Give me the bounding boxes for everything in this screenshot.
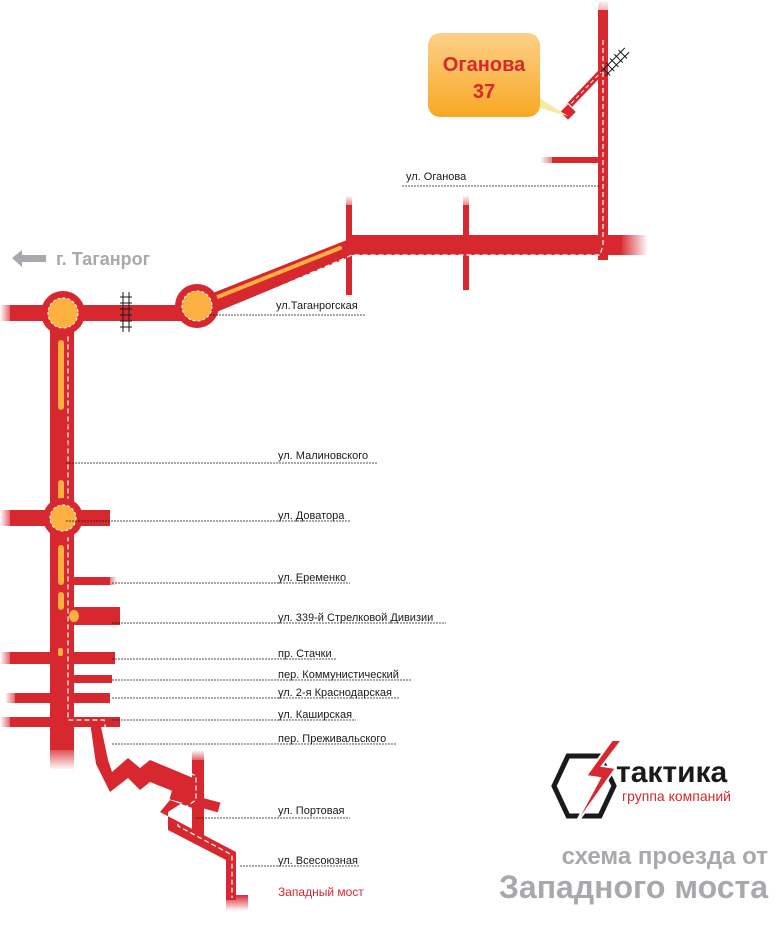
street-label-vsesoyuznaya: ул. Всесоюзная [278,855,358,867]
street-label-kashirskaya: ул. Каширская [278,709,352,721]
street-label-przhevalskogo: пер. Преживальского [278,733,386,745]
street-label-stachki: пр. Стачки [278,648,332,660]
lane-highlights [58,246,342,656]
street-label-kommunisticheskiy: пер. Коммунистический [278,669,399,681]
street-label-oganova: ул. Оганова [406,171,467,183]
bridge-label: Западный мост [278,885,364,899]
direction-taganrog: г. Таганрог [12,249,151,269]
caption: схема проезда от Западного моста [499,843,768,905]
road-zigzag [90,722,236,900]
railway-crossings [57,47,630,446]
street-label-339-division: ул. 339-й Стрелковой Дивизии [278,612,433,624]
road-oganova-street [552,157,602,163]
street-label-portovaya: ул. Портовая [278,805,345,817]
railway-icon [57,424,69,446]
street-label-eremenko: ул. Еременко [278,572,346,584]
street-label-dovatora: ул. Доватора [278,510,345,522]
road-oganova-north [598,10,608,260]
street-labels: ул. Оганова ул.Таганрогская ул. Малиновс… [276,171,467,899]
road-cross-2 [463,205,469,290]
route-path [67,40,604,898]
road-portovaya [169,789,221,813]
street-leaders [66,185,600,867]
brand-logo: тактика группа компаний [551,739,731,831]
street-label-taganrogskaya: ул.Таганрогская [276,300,358,312]
road-main-east [352,235,622,255]
street-label-malinovskogo: ул. Малиновского [278,450,368,462]
caption-line2: Западного моста [499,869,768,905]
destination-callout: Оганова 37 [428,33,568,117]
roundabouts [41,284,219,538]
direction-label: г. Таганрог [56,249,151,269]
railway-icon [600,47,630,77]
brand-name: тактика [616,756,728,789]
destination-name: Оганова [443,54,526,76]
destination-number: 37 [473,81,495,103]
destination-marker [558,102,578,122]
arrow-left-icon [12,250,46,267]
railway-icon [120,292,132,332]
caption-line1: схема проезда от [562,843,769,870]
brand-subtitle: группа компаний [622,788,731,804]
lightning-hexagon-logo [551,739,625,831]
street-label-krasnodarskaya: ул. 2-я Краснодарская [278,687,392,699]
